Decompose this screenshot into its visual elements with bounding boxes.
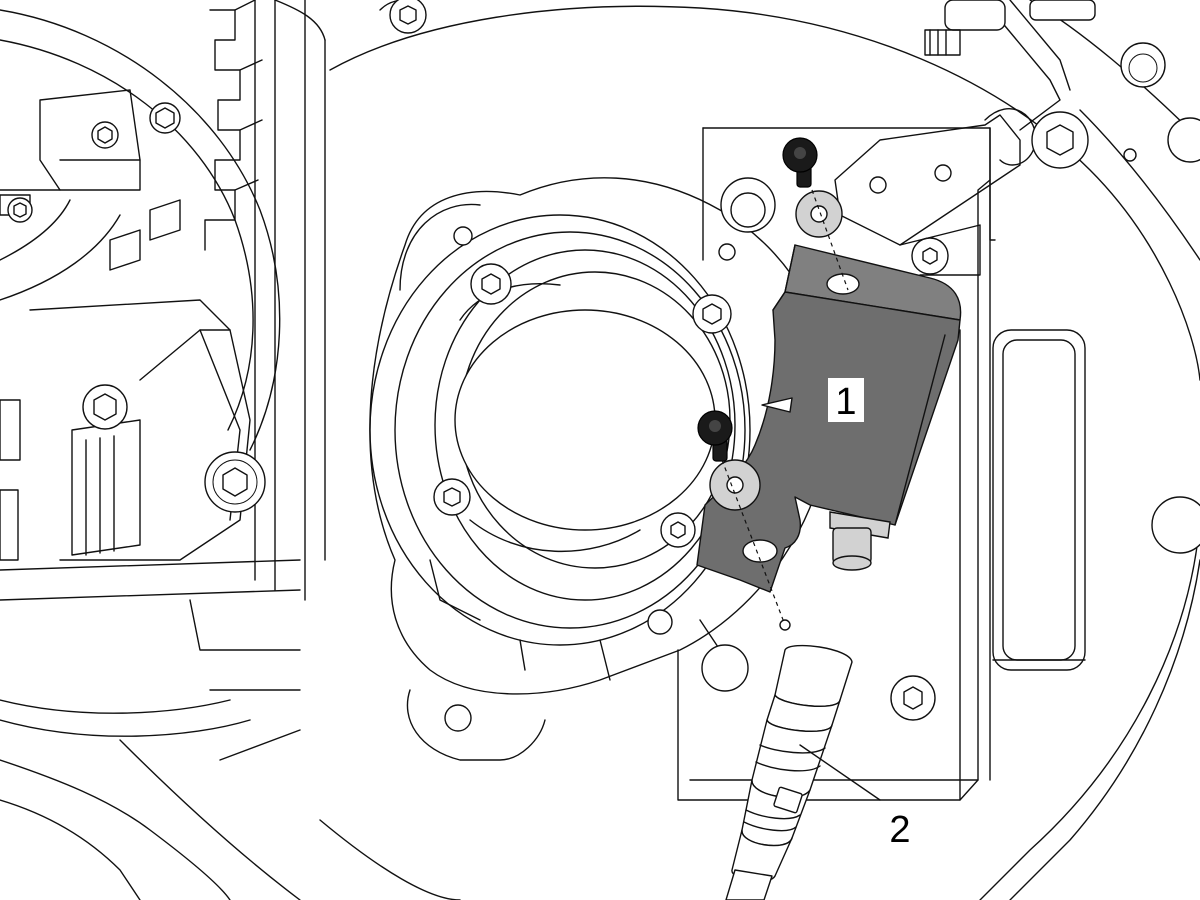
callout-2: 2 [889,809,910,851]
assembly-guides [721,189,849,631]
callout-1: 1 [828,378,864,423]
callout-1-box [828,378,864,422]
connector-cable [725,644,853,900]
washers [709,190,843,511]
callout-2-label: 2 [889,809,910,851]
fastening-screw-upper [782,137,818,188]
socket-screw-group-left [7,102,266,513]
sensor-bracket [696,244,962,593]
callout-leader-2 [799,744,881,801]
socket-screw [149,102,181,134]
socket-screw [692,294,732,334]
direction-arrow-icon [761,397,793,413]
socket-screw [470,263,512,305]
socket-screw [911,237,949,275]
bolt-hole [647,609,673,635]
socket-screw [660,512,696,548]
fastening-screw-lower [697,410,733,462]
socket-screw [433,478,471,516]
mounting-plate [677,127,1086,801]
top-linkage-arm [389,0,1200,554]
socket-screw [82,384,128,430]
socket-screw [7,197,33,223]
washer [709,459,761,511]
washer [795,190,843,238]
ring-screws [433,263,732,635]
socket-screw [204,451,266,513]
socket-screw [890,675,936,721]
fastening-screws [697,137,818,462]
callout-1-label: 1 [835,381,856,423]
socket-screw [91,121,119,149]
